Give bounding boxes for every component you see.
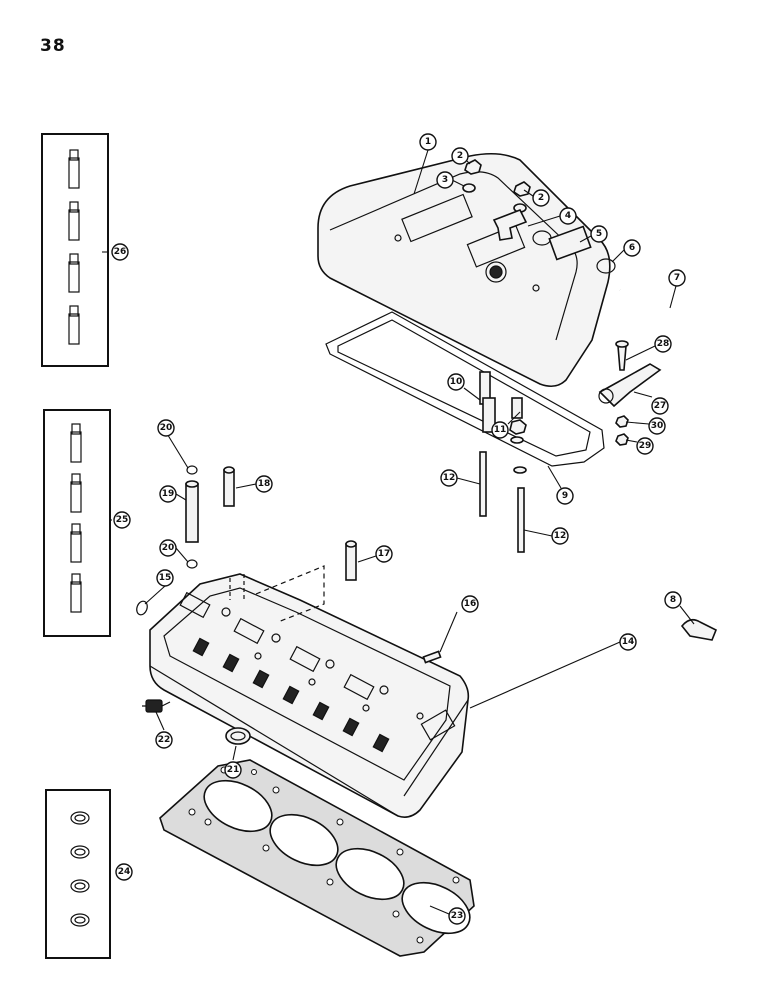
callout-29: 29: [636, 437, 654, 455]
svg-text:14: 14: [622, 637, 635, 647]
callout-17: 17: [375, 545, 393, 563]
callout-5: 5: [590, 225, 608, 243]
kit-box-24: [45, 789, 111, 959]
callout-1: 1: [419, 133, 437, 151]
callout-14: 14: [619, 633, 637, 651]
cylinder-head: [149, 565, 470, 818]
callout-15: 15: [156, 569, 174, 587]
svg-text:17: 17: [378, 549, 391, 559]
callout-2b: 2: [532, 189, 550, 207]
callout-28: 28: [654, 335, 672, 353]
callout-19: 19: [159, 485, 177, 503]
svg-text:30: 30: [651, 421, 664, 431]
kit-box-26: [41, 133, 109, 367]
callout-20a: 20: [157, 419, 175, 437]
svg-text:18: 18: [258, 479, 271, 489]
svg-text:12: 12: [554, 531, 567, 541]
svg-text:28: 28: [657, 339, 670, 349]
breather-tube: [619, 287, 727, 624]
callout-25: 25: [113, 511, 131, 529]
tube-clip: [680, 618, 718, 641]
callout-24: 24: [115, 863, 133, 881]
svg-text:24: 24: [118, 867, 131, 877]
callout-7: 7: [668, 269, 686, 287]
callout-10: 10: [447, 373, 465, 391]
callout-8: 8: [664, 591, 682, 609]
cover-hardware: [462, 159, 616, 274]
callout-23: 23: [448, 907, 466, 925]
svg-text:19: 19: [162, 489, 175, 499]
svg-text:20: 20: [162, 543, 175, 553]
svg-text:5: 5: [596, 229, 602, 239]
callout-21: 21: [224, 761, 242, 779]
callout-6: 6: [623, 239, 641, 257]
callout-9: 9: [556, 487, 574, 505]
callout-20b: 20: [159, 539, 177, 557]
callout-16: 16: [461, 595, 479, 613]
callout-27: 27: [651, 397, 669, 415]
kit-box-25: [43, 409, 111, 637]
svg-text:1: 1: [425, 137, 431, 147]
page-number: 38: [40, 36, 66, 56]
svg-text:3: 3: [442, 175, 448, 185]
svg-text:25: 25: [116, 515, 129, 525]
head-small-parts: [136, 465, 442, 745]
callout-12a: 12: [440, 469, 458, 487]
leader-lines: [102, 149, 695, 915]
svg-text:9: 9: [562, 491, 568, 501]
bracket-assembly: [598, 340, 662, 446]
svg-text:8: 8: [670, 595, 676, 605]
svg-text:16: 16: [464, 599, 477, 609]
callout-30: 30: [648, 417, 666, 435]
svg-text:4: 4: [565, 211, 571, 221]
callout-18: 18: [255, 475, 273, 493]
callout-12b: 12: [551, 527, 569, 545]
cover-gasket: [325, 311, 605, 467]
svg-text:20: 20: [160, 423, 173, 433]
cover-studs: [479, 371, 527, 553]
svg-text:21: 21: [227, 765, 240, 775]
svg-text:15: 15: [159, 573, 172, 583]
svg-text:2: 2: [457, 151, 463, 161]
svg-text:26: 26: [114, 247, 127, 257]
svg-text:11: 11: [494, 425, 507, 435]
svg-text:10: 10: [450, 377, 463, 387]
svg-text:12: 12: [443, 473, 456, 483]
head-gasket: [159, 759, 475, 957]
callout-4: 4: [559, 207, 577, 225]
svg-text:7: 7: [674, 273, 680, 283]
svg-text:2: 2: [538, 193, 544, 203]
callout-2a: 2: [451, 147, 469, 165]
callout-22: 22: [155, 731, 173, 749]
svg-text:29: 29: [639, 441, 652, 451]
svg-text:22: 22: [158, 735, 171, 745]
svg-text:23: 23: [451, 911, 464, 921]
svg-text:27: 27: [654, 401, 667, 411]
callout-3: 3: [436, 171, 454, 189]
callout-11: 11: [491, 421, 509, 439]
callout-26: 26: [111, 243, 129, 261]
svg-text:6: 6: [629, 243, 635, 253]
